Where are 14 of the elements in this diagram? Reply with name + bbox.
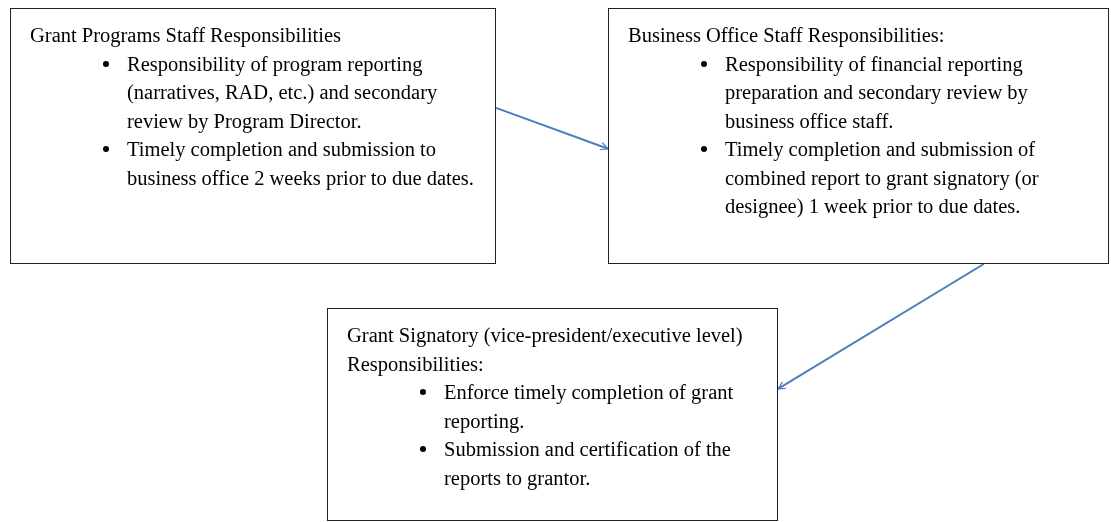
bullet-text: Responsibility of program reporting (narratives, RAD, etc.) and secondary review by Program Director. [127,52,438,132]
box-heading: Business Office Staff Responsibilities: [628,23,946,49]
bullet-text: Submission and certification of the reports to grantor. [444,438,731,489]
responsibility-box [327,308,778,521]
bullet-text: Timely completion and submission of combined report to grant signatory (or designee) 1 week prior to due dates. [725,138,1039,217]
arrow [777,263,985,390]
bullet-text: Enforce timely completion of grant reporting. [444,381,734,432]
arrow [495,106,609,151]
bullet-text: Responsibility of financial reporting preparation and secondary review by business office staff. [725,52,1028,132]
box-heading: Grant Signatory (vice-president/executive level) Responsibilities: [347,323,744,378]
bullet-text: Timely completion and submission to business office 2 weeks prior to due dates. [127,138,474,189]
box-heading: Grant Programs Staff Responsibilities [30,23,343,49]
responsibility-box [10,8,496,264]
responsibility-box [608,8,1109,264]
